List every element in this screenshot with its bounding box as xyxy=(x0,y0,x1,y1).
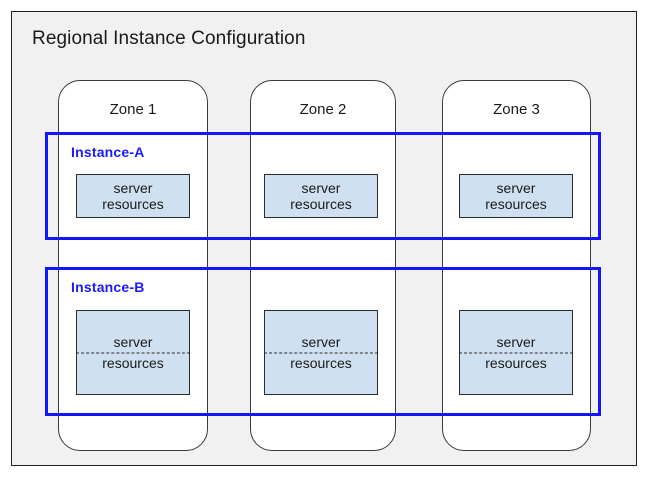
dashed-divider xyxy=(76,352,190,353)
server-resource-line-1: server xyxy=(301,333,341,350)
server-resource-line-2: resources xyxy=(102,354,164,371)
server-resource-box-a2[interactable]: server resources xyxy=(264,174,378,218)
server-resource-line-1: server xyxy=(496,180,536,196)
server-resource-box-b2[interactable]: server resources xyxy=(264,310,378,395)
zone-label-2: Zone 2 xyxy=(299,101,347,118)
server-resource-box-b1[interactable]: server resources xyxy=(76,310,190,395)
server-resource-line-1: server xyxy=(113,333,153,350)
server-resource-box-a1[interactable]: server resources xyxy=(76,174,190,218)
server-resource-box-b3[interactable]: server resources xyxy=(459,310,573,395)
zone-card-2[interactable]: Zone 2 xyxy=(250,80,396,451)
dashed-divider xyxy=(264,352,378,353)
server-resource-line-1: server xyxy=(301,180,341,196)
region-panel: Regional Instance Configuration Zone 1 Z… xyxy=(11,11,637,466)
server-resource-line-2: resources xyxy=(290,354,352,371)
zone-label-1: Zone 1 xyxy=(109,101,157,118)
zone-label-3: Zone 3 xyxy=(493,101,540,118)
server-resource-line-1: server xyxy=(113,180,153,196)
dashed-divider xyxy=(459,352,573,353)
server-resource-line-2: resources xyxy=(485,354,547,371)
zone-card-3[interactable]: Zone 3 xyxy=(442,80,591,451)
zone-card-1[interactable]: Zone 1 xyxy=(58,80,208,451)
server-resource-box-a3[interactable]: server resources xyxy=(459,174,573,218)
page-title: Regional Instance Configuration xyxy=(32,28,306,49)
server-resource-line-2: resources xyxy=(290,196,352,212)
server-resource-line-2: resources xyxy=(485,196,547,212)
server-resource-line-2: resources xyxy=(102,196,164,212)
server-resource-line-1: server xyxy=(496,333,536,350)
